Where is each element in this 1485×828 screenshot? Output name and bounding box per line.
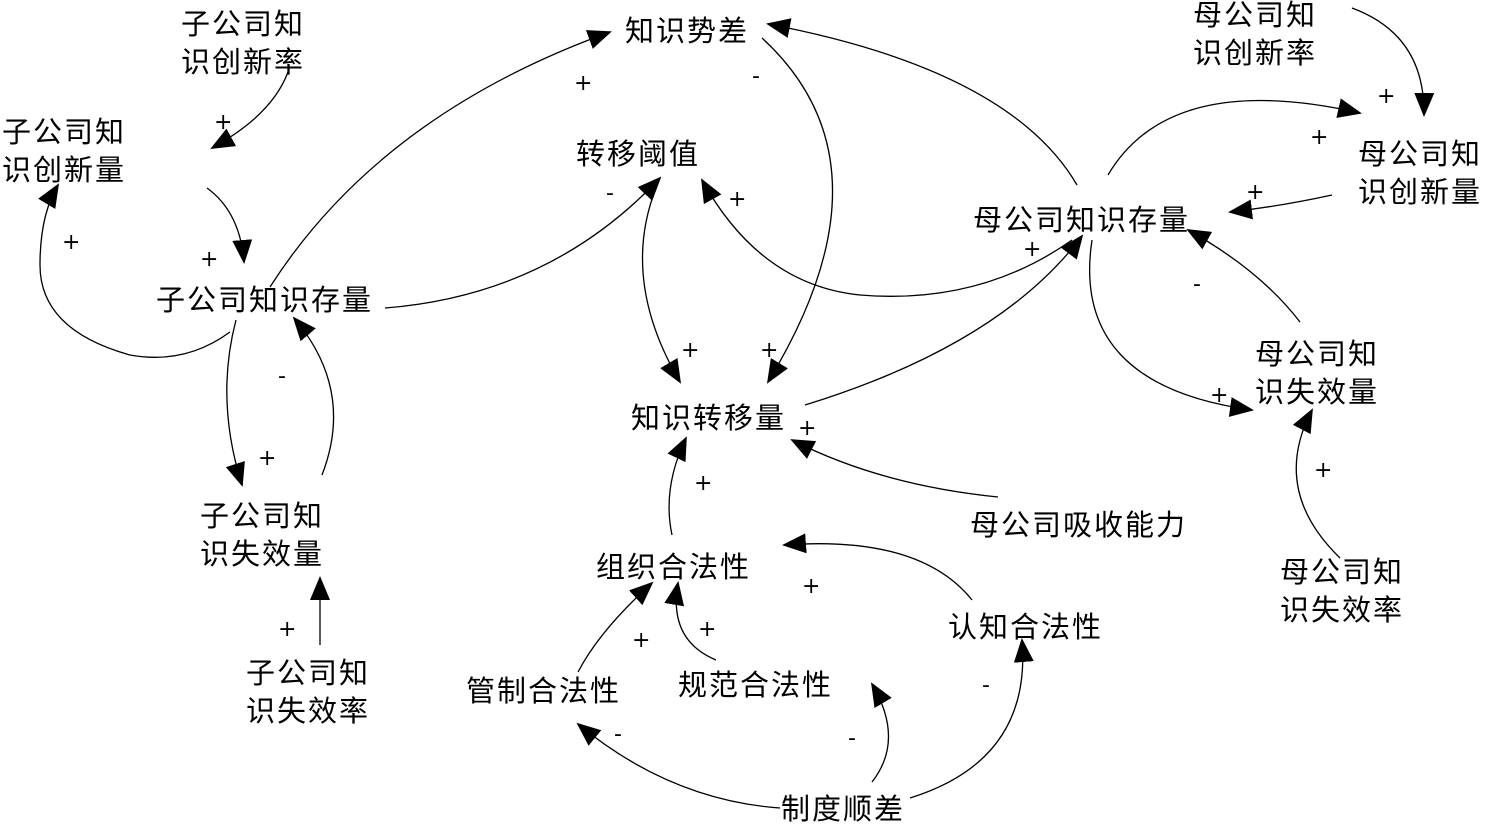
sign-plus: +	[802, 574, 821, 599]
node-sub-stock: 子公司知识存量	[156, 283, 374, 317]
edge-sub-stock-to-threshold	[384, 176, 662, 309]
edge-transfer-to-parent-stock	[804, 234, 1084, 406]
node-parent-innov-rate: 母公司知 识创新率	[1193, 0, 1318, 70]
sign-plus: +	[1210, 383, 1229, 408]
sign-plus: +	[760, 338, 779, 363]
edge-distance-to-normative	[870, 682, 892, 783]
edge-absorptive-to-transfer	[790, 439, 999, 498]
sign-plus: +	[200, 247, 219, 272]
edge-cognitive-to-org	[782, 533, 973, 601]
sign-minus: -	[848, 726, 856, 751]
edge-sub-innov-amount-to-stock	[206, 187, 253, 264]
sign-minus: -	[614, 722, 622, 747]
sign-plus: +	[1377, 84, 1396, 109]
node-regulatory-legitimacy: 管制合法性	[466, 674, 622, 708]
edge-parent-stock-to-innov-amount	[1107, 98, 1362, 176]
node-normative-legitimacy: 规范合法性	[678, 668, 834, 702]
sign-plus: +	[1023, 237, 1042, 262]
node-parent-innov-amount: 母公司知 识创新量	[1358, 137, 1483, 209]
sign-plus: +	[681, 338, 700, 363]
node-transfer-amount: 知识转移量	[631, 401, 787, 435]
sign-plus: +	[798, 416, 817, 441]
sign-plus: +	[574, 71, 593, 96]
edge-regulatory-to-org	[577, 581, 654, 673]
edge-org-to-transfer	[667, 436, 687, 536]
edge-sub-stock-to-gap	[269, 30, 612, 288]
node-parent-loss-amount: 母公司知 识失效量	[1255, 337, 1380, 409]
edge-threshold-to-transfer	[641, 187, 682, 384]
node-cognitive-legitimacy: 认知合法性	[948, 610, 1104, 644]
node-sub-innov-rate: 子公司知 识创新率	[181, 7, 306, 79]
node-parent-absorptive: 母公司吸收能力	[970, 508, 1188, 542]
edge-sub-stock-to-innov-amount	[38, 183, 231, 358]
sign-plus: +	[698, 617, 717, 642]
sign-plus: +	[1246, 180, 1265, 205]
edge-parent-stock-to-threshold	[701, 178, 1073, 297]
node-transfer-threshold: 转移阈值	[576, 137, 701, 171]
edge-normative-to-org	[664, 581, 717, 661]
sign-minus: -	[278, 364, 286, 389]
edge-sub-loss-amount-to-stock	[292, 316, 335, 476]
edge-gap-to-transfer	[761, 37, 834, 384]
node-parent-loss-rate: 母公司知 识失效率	[1280, 555, 1405, 627]
node-sub-loss-amount: 子公司知 识失效量	[200, 499, 325, 571]
sign-plus: +	[728, 187, 747, 212]
edge-parent-loss-amount-to-stock	[1186, 229, 1301, 323]
sign-minus: -	[1193, 272, 1201, 297]
edge-parent-stock-to-gap	[766, 18, 1078, 186]
edge-sub-stock-to-loss-amount	[225, 319, 245, 487]
edge-distance-to-regulatory	[576, 722, 781, 809]
sign-plus: +	[214, 110, 233, 135]
edge-parent-innov-rate-to-amount	[1351, 7, 1435, 117]
sign-minus: -	[982, 673, 990, 698]
edge-sub-innov-rate-to-amount	[210, 71, 289, 149]
sign-plus: +	[694, 471, 713, 496]
sign-plus: +	[258, 446, 277, 471]
node-institutional-distance: 制度顺差	[781, 792, 906, 826]
edge-parent-innov-amount-to-stock	[1228, 194, 1333, 220]
edge-distance-to-cognitive	[909, 638, 1034, 799]
sign-plus: +	[1310, 125, 1329, 150]
sign-plus: +	[62, 230, 81, 255]
node-sub-innov-amount: 子公司知 识创新量	[2, 115, 127, 187]
node-org-legitimacy: 组织合法性	[596, 550, 752, 584]
edge-parent-loss-rate-to-amount	[1292, 408, 1341, 559]
node-sub-loss-rate: 子公司知 识失效率	[246, 656, 371, 728]
edge-parent-stock-to-loss-amount	[1088, 239, 1254, 417]
sign-plus: +	[1314, 458, 1333, 483]
node-parent-stock: 母公司知识存量	[973, 203, 1191, 237]
sign-minus: -	[606, 181, 614, 206]
sign-minus: -	[752, 64, 760, 89]
node-knowledge-gap: 知识势差	[625, 14, 750, 48]
sign-plus: +	[632, 628, 651, 653]
sign-plus: +	[278, 617, 297, 642]
